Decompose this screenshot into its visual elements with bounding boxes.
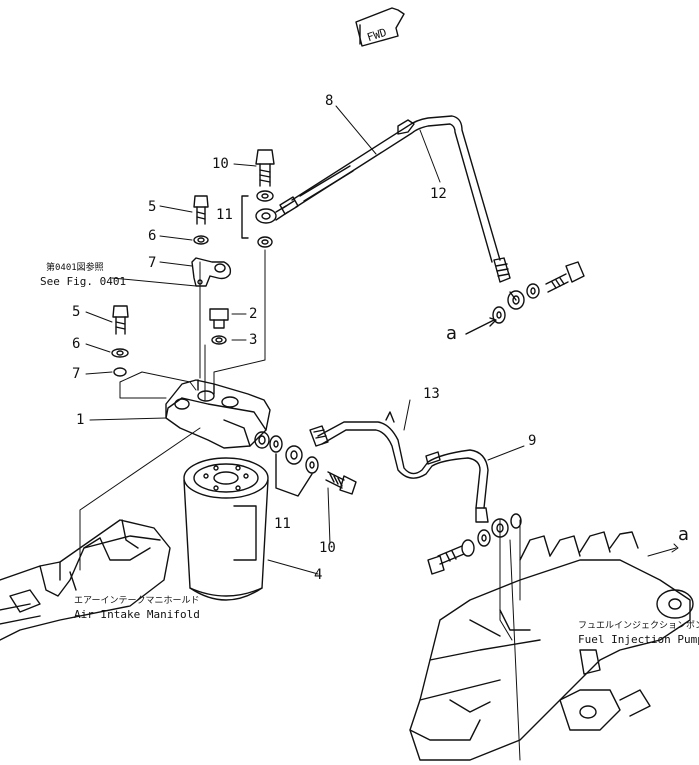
callout-11-upper: 11 xyxy=(216,207,233,223)
see-fig-note: 第0401図参照 See Fig. 0401 xyxy=(40,262,126,288)
callout-5-lower: 5 xyxy=(72,304,81,320)
callout-1: 1 xyxy=(76,412,85,428)
callout-10-upper: 10 xyxy=(212,156,229,172)
upper-eyebolt-assembly xyxy=(241,149,289,248)
callout-2: 2 xyxy=(249,306,258,322)
callout-7-lower: 7 xyxy=(72,366,81,382)
fuel-pipe-9 xyxy=(309,411,489,523)
lower-bolt-set xyxy=(111,305,129,377)
injection-pump-note: フュエルインジェクションポンプ Fuel Injection Pump xyxy=(578,620,699,646)
fwd-arrow-icon: FWD xyxy=(355,7,405,47)
callout-4: 4 xyxy=(314,567,323,583)
fuel-injection-pump xyxy=(409,531,694,761)
callout-11-lower: 11 xyxy=(274,516,291,532)
air-intake-manifold xyxy=(0,519,171,641)
callout-12: 12 xyxy=(430,186,447,202)
see-fig-en: See Fig. 0401 xyxy=(40,275,127,288)
intake-en: Air Intake Manifold xyxy=(74,608,200,621)
pump-en: Fuel Injection Pump xyxy=(578,633,699,646)
callout-7-upper: 7 xyxy=(148,255,157,271)
upper-bolt-set xyxy=(191,195,232,345)
lower-eyebolt-assembly xyxy=(269,435,357,497)
callout-5-upper: 5 xyxy=(148,199,157,215)
callout-8: 8 xyxy=(325,93,334,109)
callout-13: 13 xyxy=(423,386,440,402)
callout-3: 3 xyxy=(249,332,258,348)
intake-manifold-note: エアーインテークマニホールド Air Intake Manifold xyxy=(74,595,200,621)
intake-jp: エアーインテークマニホールド xyxy=(74,596,200,606)
see-fig-jp: 第0401図参照 xyxy=(46,263,104,273)
fwd-text: FWD xyxy=(365,26,388,45)
ref-a-right: a xyxy=(678,524,690,545)
leader-lines xyxy=(79,105,679,761)
pump-eyebolt-assembly xyxy=(427,513,522,575)
callout-10-lower: 10 xyxy=(319,540,336,556)
filter-head-1 xyxy=(165,379,271,449)
callout-6-upper: 6 xyxy=(148,228,157,244)
fuel-pipe-8 xyxy=(279,115,511,283)
ref-a-left: a xyxy=(446,323,458,344)
callout-9: 9 xyxy=(528,433,537,449)
pump-jp: フュエルインジェクションポンプ xyxy=(578,621,699,631)
right-eyebolt-assembly xyxy=(465,261,585,335)
callout-6-lower: 6 xyxy=(72,336,81,352)
fuel-filter-4 xyxy=(183,457,269,601)
